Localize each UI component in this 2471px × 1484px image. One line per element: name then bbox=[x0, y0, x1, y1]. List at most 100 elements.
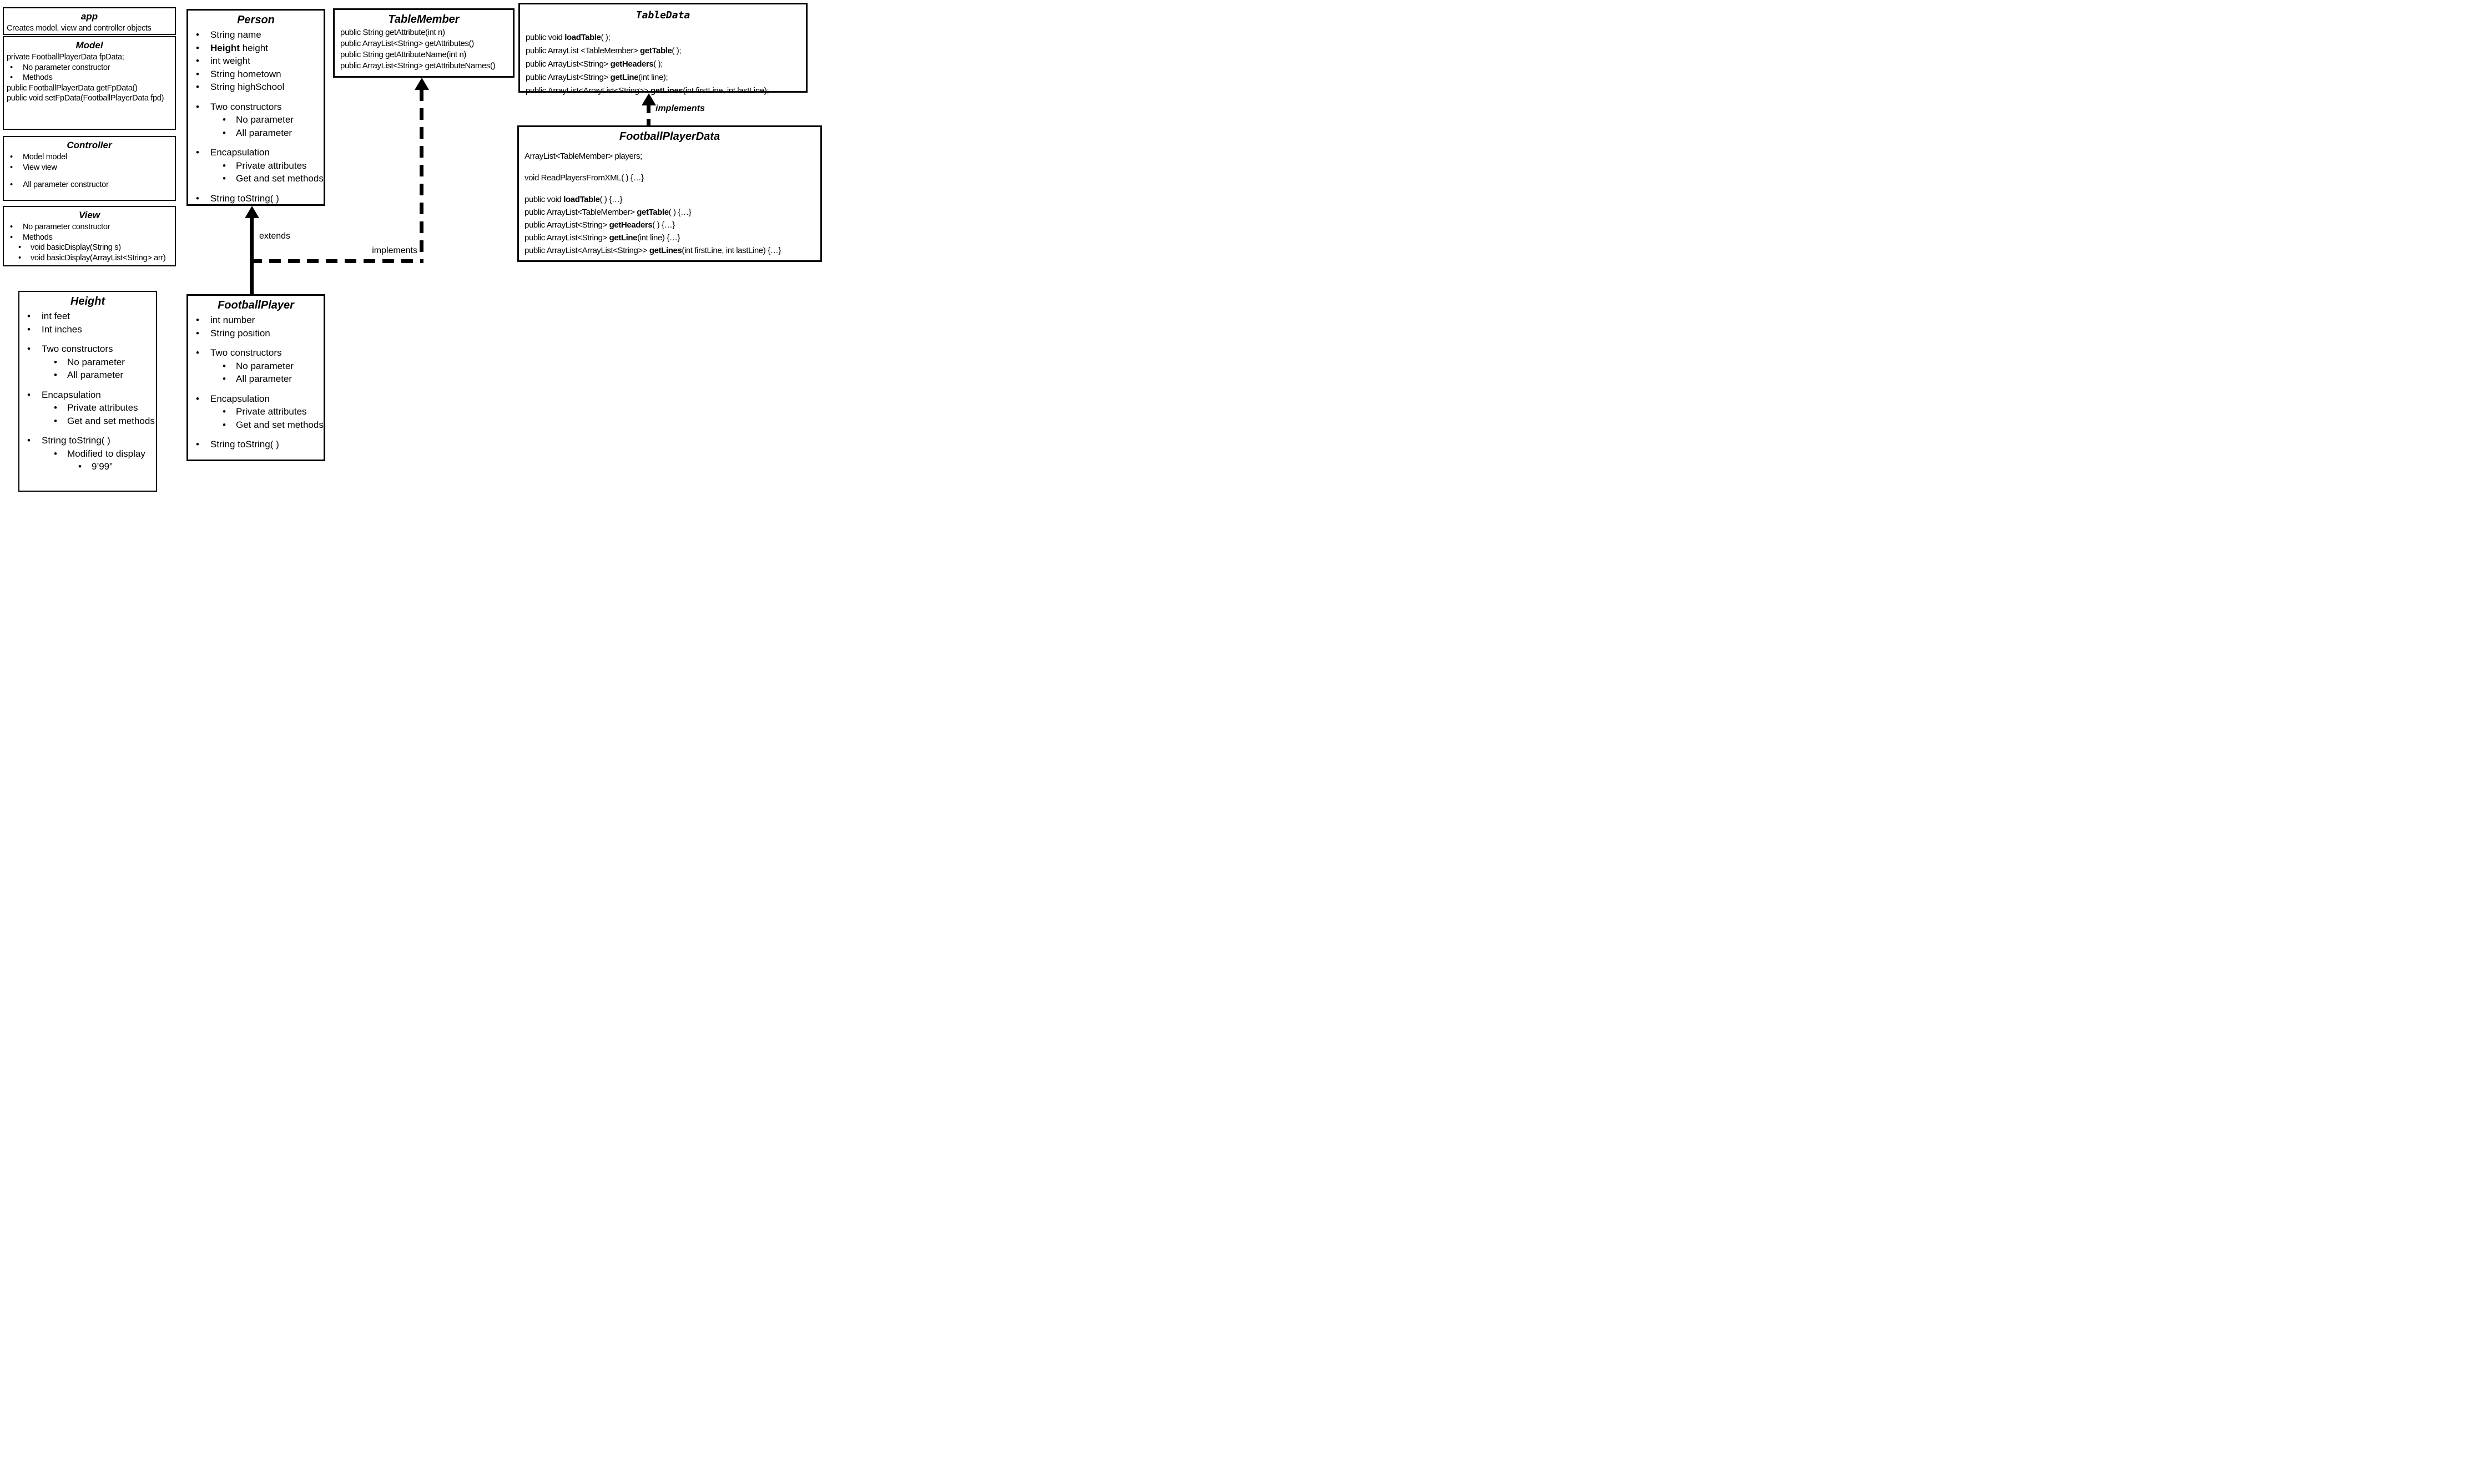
text-segment: Methods bbox=[23, 233, 53, 242]
text-segment: (int line); bbox=[638, 73, 668, 82]
text-segment: Encapsulation bbox=[210, 393, 270, 404]
text-segment: void basicDisplay(String s) bbox=[31, 243, 121, 252]
bullet-item: Methods bbox=[4, 73, 175, 83]
text-segment: Creates model, view and controller objec… bbox=[7, 24, 152, 33]
class-title: FootballPlayerData bbox=[619, 130, 720, 143]
bullet-item: No parameter constructor bbox=[4, 222, 175, 233]
text-line: public String getAttributeName(int n) bbox=[335, 49, 513, 60]
text-segment: Get and set methods bbox=[67, 415, 155, 426]
text-segment: ( ) {…} bbox=[668, 208, 692, 217]
bullet-item: No parameter constructor bbox=[4, 63, 175, 73]
text-line: public ArrayList <TableMember> getTable(… bbox=[520, 44, 806, 58]
text-segment: void basicDisplay(ArrayList<String> arr) bbox=[31, 253, 166, 263]
text-segment: Two constructors bbox=[210, 101, 282, 112]
class-box-tablemember: TableMember public String getAttribute(i… bbox=[333, 8, 515, 78]
text-segment: loadTable bbox=[563, 195, 600, 204]
class-box-person: Person String nameHeight heightint weigh… bbox=[186, 9, 325, 206]
text-line: public ArrayList<String> getAttributes() bbox=[335, 38, 513, 49]
text-segment: View view bbox=[23, 163, 57, 172]
text-segment: public ArrayList<String> bbox=[525, 233, 609, 243]
bullet-item: No parameter bbox=[188, 113, 324, 127]
text-segment: Get and set methods bbox=[236, 419, 324, 430]
bullet-item: String toString( ) bbox=[19, 434, 156, 447]
text-segment: All parameter bbox=[67, 370, 124, 380]
class-box-footballplayer: FootballPlayer int numberString position… bbox=[186, 294, 325, 461]
bullet-item: int feet bbox=[19, 310, 156, 323]
text-segment: getLine bbox=[610, 73, 639, 82]
text-line: public void loadTable( ); bbox=[520, 31, 806, 44]
text-segment: public String getAttribute(int n) bbox=[340, 28, 445, 37]
class-body: No parameter constructorMethodsvoid basi… bbox=[4, 222, 175, 263]
text-segment: ( ) {…} bbox=[599, 195, 623, 204]
text-line: public ArrayList<ArrayList<String>> getL… bbox=[520, 84, 806, 98]
bullet-item: Encapsulation bbox=[19, 388, 156, 402]
text-segment: int feet bbox=[42, 311, 70, 321]
bullet-item: Private attributes bbox=[19, 401, 156, 415]
bullet-item: String name bbox=[188, 28, 324, 42]
class-title: Height bbox=[70, 295, 105, 307]
text-segment: public void bbox=[525, 195, 564, 204]
implements-line-vertical bbox=[420, 89, 423, 259]
bullet-item: 9’99” bbox=[19, 460, 156, 473]
bullet-item: String highSchool bbox=[188, 80, 324, 94]
bullet-item: No parameter bbox=[19, 356, 156, 369]
text-segment: Two constructors bbox=[42, 344, 113, 354]
bullet-item: Get and set methods bbox=[188, 418, 324, 432]
bullet-item: Model model bbox=[4, 152, 175, 163]
class-body: Creates model, view and controller objec… bbox=[4, 23, 175, 34]
class-box-footballplayerdata: FootballPlayerData ArrayList<TableMember… bbox=[517, 125, 822, 262]
bullet-item: All parameter bbox=[188, 372, 324, 386]
text-segment: private FootballPlayerData fpData; bbox=[7, 53, 124, 62]
text-segment: getHeaders bbox=[609, 220, 653, 230]
text-segment: (int firstLine, int lastLine); bbox=[683, 86, 769, 95]
bullet-item: Two constructors bbox=[19, 342, 156, 356]
text-segment: String position bbox=[210, 327, 270, 339]
text-line: public String getAttribute(int n) bbox=[335, 27, 513, 38]
bullet-item: All parameter bbox=[188, 127, 324, 140]
text-line: public ArrayList<String> getHeaders( ) {… bbox=[519, 219, 820, 231]
text-segment: public ArrayList<String> getAttributeNam… bbox=[340, 61, 496, 70]
bullet-item: Two constructors bbox=[188, 100, 324, 114]
bullet-item: int number bbox=[188, 314, 324, 327]
text-segment: Private attributes bbox=[67, 402, 138, 413]
bullet-item: Private attributes bbox=[188, 159, 324, 173]
class-title: TableData bbox=[636, 9, 690, 21]
text-segment: getLine bbox=[609, 233, 638, 243]
text-segment: String highSchool bbox=[210, 82, 285, 92]
text-segment: No parameter constructor bbox=[23, 63, 110, 72]
text-segment: Private attributes bbox=[236, 406, 307, 417]
text-segment: Height bbox=[210, 42, 240, 53]
text-line: void ReadPlayersFromXML( ) {…} bbox=[519, 171, 820, 184]
bullet-item: void basicDisplay(String s) bbox=[4, 243, 175, 253]
text-segment: getHeaders bbox=[610, 59, 654, 69]
bullet-item: Methods bbox=[4, 233, 175, 243]
bullet-item: String toString( ) bbox=[188, 438, 324, 451]
text-line: public ArrayList<ArrayList<String>> getL… bbox=[519, 244, 820, 257]
extends-arrowhead-icon bbox=[245, 206, 259, 218]
text-segment: String name bbox=[210, 29, 261, 40]
text-segment: public ArrayList <TableMember> bbox=[526, 46, 641, 55]
class-box-model: Model private FootballPlayerData fpData;… bbox=[3, 36, 176, 130]
text-segment: All parameter bbox=[236, 127, 293, 138]
text-line: public ArrayList<TableMember> getTable( … bbox=[519, 206, 820, 219]
text-segment: String toString( ) bbox=[210, 439, 279, 450]
implements-label-tabledata: implements bbox=[655, 104, 705, 113]
bullet-item: Height height bbox=[188, 42, 324, 55]
text-line: public void loadTable( ) {…} bbox=[519, 193, 820, 206]
bullet-item: Get and set methods bbox=[188, 172, 324, 185]
bullet-item: Modified to display bbox=[19, 447, 156, 461]
text-segment: public ArrayList<String> getAttributes() bbox=[340, 39, 474, 48]
text-segment: Get and set methods bbox=[236, 173, 324, 184]
class-body: Model modelView view All parameter const… bbox=[4, 152, 175, 190]
text-segment: public void bbox=[526, 33, 565, 42]
class-body: public String getAttribute(int n) public … bbox=[335, 27, 513, 72]
text-segment: public ArrayList<TableMember> bbox=[525, 208, 637, 217]
bullet-item: void basicDisplay(ArrayList<String> arr) bbox=[4, 253, 175, 264]
class-box-tabledata: TableData public void loadTable( );publi… bbox=[518, 3, 808, 95]
class-title: Model bbox=[75, 40, 103, 51]
bullet-item: Encapsulation bbox=[188, 146, 324, 159]
class-box-height: Height int feetInt inches Two constructo… bbox=[18, 291, 157, 492]
text-segment: No parameter bbox=[67, 356, 125, 367]
class-body: int feetInt inches Two constructorsNo pa… bbox=[19, 310, 156, 473]
text-segment: getLines bbox=[649, 246, 682, 255]
